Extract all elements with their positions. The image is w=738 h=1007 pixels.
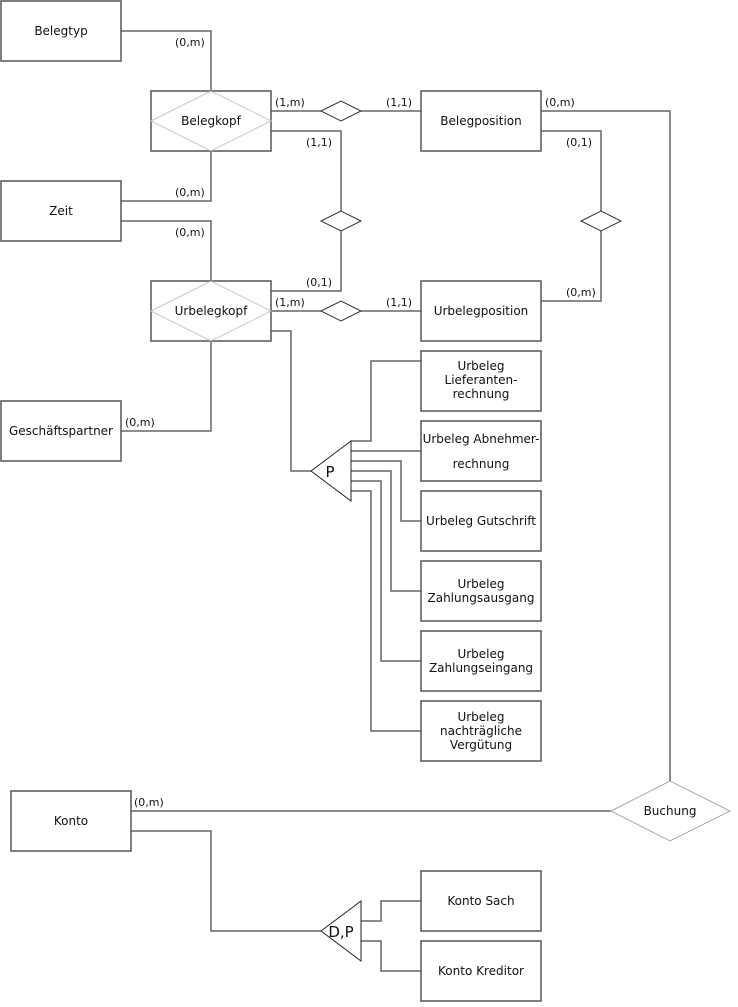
entity-konto-kreditor[interactable]: Konto Kreditor <box>420 940 542 1002</box>
entity-belegkopf-label: Belegkopf <box>181 114 241 128</box>
cardinality-label: (1,m) <box>275 96 305 109</box>
entity-urbeleg-zahlungsausgang[interactable]: Urbeleg Zahlungsausgang <box>420 560 542 622</box>
line-konto-dp <box>131 830 321 932</box>
entity-konto-label: Konto <box>54 814 88 828</box>
line-belegposition-buchung <box>541 110 671 781</box>
line-vdiamond-urbelegposition <box>541 231 602 302</box>
cardinality-label: (0,m) <box>134 796 164 809</box>
cardinality-label: (0,m) <box>125 416 155 429</box>
cardinality-label: (1,1) <box>386 96 412 109</box>
cardinality-label: (0,1) <box>566 136 592 149</box>
entity-label-line: Urbeleg <box>457 647 504 661</box>
entity-label-line: Urbeleg <box>457 577 504 591</box>
line-p-zahlungsausgang <box>351 470 421 592</box>
line-zeit-urbelegkopf <box>121 220 212 281</box>
generalization-urbeleg[interactable]: P <box>310 440 352 502</box>
relationship-diamond-belegkopf-belegposition[interactable] <box>319 100 363 122</box>
entity-label-line: rechnung <box>453 387 510 401</box>
entity-urbeleg-verguetung[interactable]: Urbeleg nachträgliche Vergütung <box>420 700 542 762</box>
relationship-buchung-label: Buchung <box>644 804 697 818</box>
entity-konto-sach-label: Konto Sach <box>447 894 514 908</box>
entity-belegposition-label: Belegposition <box>440 114 521 128</box>
line-belegtyp-belegkopf <box>121 30 212 91</box>
entity-urbelegposition[interactable]: Urbelegposition <box>420 280 542 342</box>
entity-urbeleg-zahlungseingang[interactable]: Urbeleg Zahlungseingang <box>420 630 542 692</box>
line-dp-konto-kreditor <box>361 940 421 972</box>
weak-entity-diamond <box>149 90 273 152</box>
entity-konto-kreditor-label: Konto Kreditor <box>438 964 524 978</box>
line-vdiamond-urbelegkopf <box>271 231 342 292</box>
cardinality-label: (1,m) <box>275 296 305 309</box>
line-belegposition-vdiamond <box>541 130 602 211</box>
entity-label-line: Urbeleg <box>457 710 504 724</box>
entity-label-line: Lieferanten- <box>445 373 518 387</box>
line-belegkopf-zeit <box>121 151 212 202</box>
relationship-buchung[interactable]: Buchung <box>609 780 732 842</box>
weak-entity-diamond <box>149 280 273 342</box>
entity-zeit[interactable]: Zeit <box>0 180 122 242</box>
cardinalities: (0,m) (0,m) (0,m) (1,m) (1,1) (1,1) (0,1… <box>125 36 596 809</box>
cardinality-label: (0,1) <box>306 276 332 289</box>
entity-belegposition[interactable]: Belegposition <box>420 90 542 152</box>
entity-label-line: Urbeleg Gutschrift <box>426 514 536 528</box>
cardinality-label: (0,m) <box>545 96 575 109</box>
line-urbelegkopf-p <box>271 330 311 472</box>
entity-belegkopf[interactable]: Belegkopf <box>149 90 273 152</box>
cardinality-label: (0,m) <box>175 186 205 199</box>
entity-konto-sach[interactable]: Konto Sach <box>420 870 542 932</box>
entity-label-line: Urbeleg <box>457 359 504 373</box>
entity-urbelegkopf-label: Urbelegkopf <box>175 304 249 318</box>
entity-label-line: rechnung <box>453 457 510 471</box>
entity-belegtyp-label: Belegtyp <box>34 24 87 38</box>
cardinality-label: (0,m) <box>175 36 205 49</box>
connectors <box>121 30 671 972</box>
entity-urbeleg-lieferantenrechnung[interactable]: Urbeleg Lieferanten- rechnung <box>420 350 542 412</box>
entity-konto[interactable]: Konto <box>10 790 132 852</box>
line-dp-konto-sach <box>361 900 421 922</box>
entity-label-line: Zahlungsausgang <box>428 591 535 605</box>
line-p-gutschrift <box>351 460 421 522</box>
line-p-zahlungseingang <box>351 480 421 662</box>
entity-urbeleg-gutschrift[interactable]: Urbeleg Gutschrift <box>420 490 542 552</box>
entity-urbelegposition-label: Urbelegposition <box>434 304 529 318</box>
line-urbelegkopf-geschaeftspartner <box>121 341 212 432</box>
entity-label-line: Urbeleg Abnehmer- <box>423 432 540 446</box>
generalization-konto-label: D,P <box>328 923 353 941</box>
entity-urbelegkopf[interactable]: Urbelegkopf <box>149 280 273 342</box>
relationship-diamond-belegkopf-urbelegkopf[interactable] <box>319 210 363 232</box>
line-belegkopf-vdiamond <box>271 130 342 211</box>
cardinality-label: (0,m) <box>175 226 205 239</box>
entity-zeit-label: Zeit <box>49 204 73 218</box>
entity-belegtyp[interactable]: Belegtyp <box>0 0 122 62</box>
generalization-urbeleg-label: P <box>325 463 334 481</box>
entity-label-line: Vergütung <box>450 738 512 752</box>
entity-geschaeftspartner-label: Geschäftspartner <box>9 424 113 438</box>
entity-geschaeftspartner[interactable]: Geschäftspartner <box>0 400 122 462</box>
cardinality-label: (1,1) <box>306 136 332 149</box>
entity-urbeleg-abnehmerrechnung[interactable]: Urbeleg Abnehmer- rechnung <box>420 420 542 482</box>
entity-label-line: Zahlungseingang <box>429 661 533 675</box>
cardinality-label: (0,m) <box>566 286 596 299</box>
entity-label-line: nachträgliche <box>440 724 522 738</box>
relationship-diamond-urbelegkopf-urbelegposition[interactable] <box>319 300 363 322</box>
line-p-lieferantenrechnung <box>351 360 421 442</box>
line-p-verguetung <box>351 490 421 732</box>
relationship-diamond-belegposition-urbelegposition[interactable] <box>579 210 623 232</box>
cardinality-label: (1,1) <box>386 296 412 309</box>
generalization-konto[interactable]: D,P <box>320 900 362 962</box>
